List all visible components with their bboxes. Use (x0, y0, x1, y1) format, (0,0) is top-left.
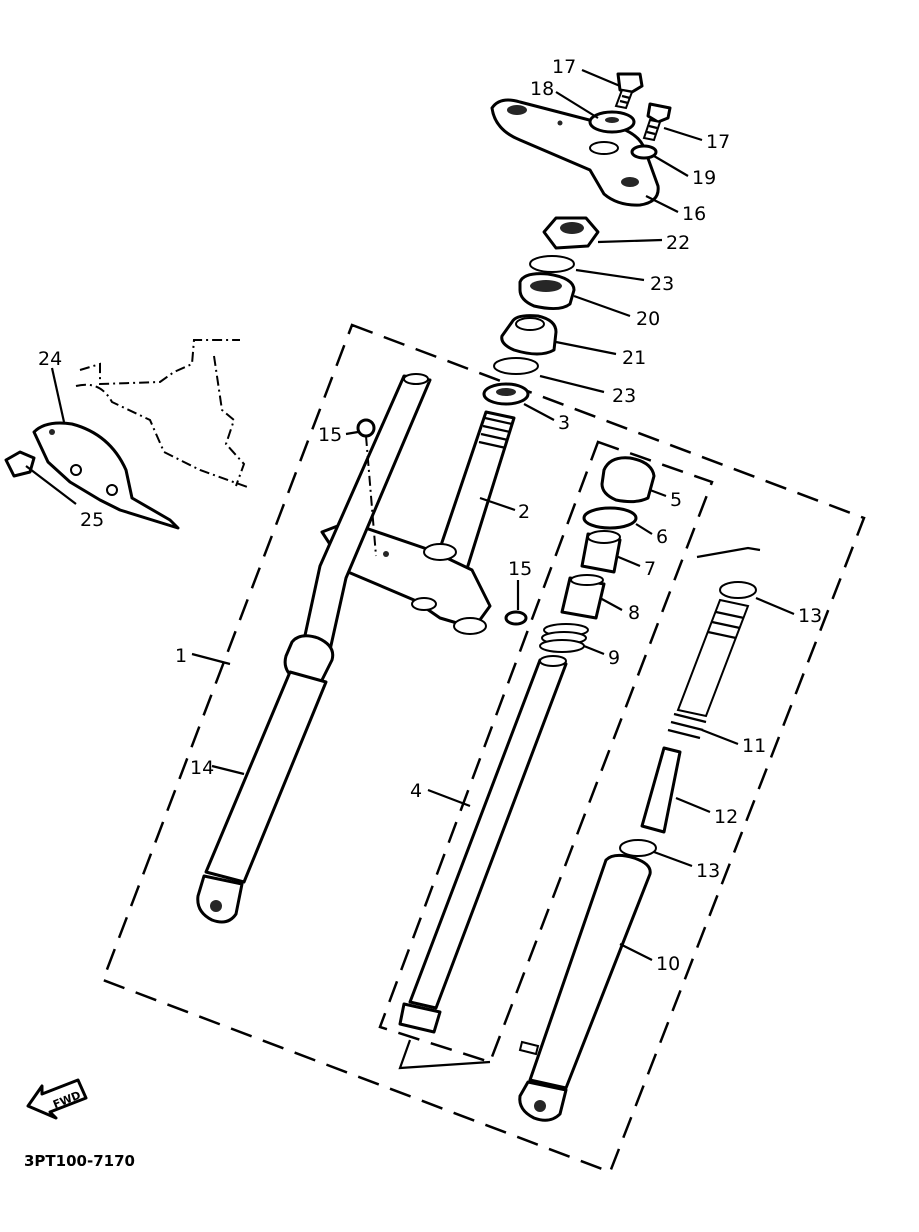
washer-part-19 (630, 144, 658, 160)
leader-21 (555, 340, 617, 356)
leader-17-left (581, 68, 621, 88)
cap-washer-part (588, 110, 636, 134)
callout-17-left: 17 (552, 56, 576, 78)
callout-24: 24 (38, 348, 62, 370)
callout-22: 22 (666, 232, 690, 254)
bearing-cone-part (500, 314, 558, 356)
leader-13-upper (755, 596, 795, 616)
leader-7 (615, 554, 641, 568)
leader-1 (191, 652, 231, 666)
steering-stem-part (432, 410, 516, 574)
diagram-code: 3PT100-7170 (24, 1152, 135, 1170)
leader-12 (675, 796, 711, 814)
callout-25: 25 (80, 509, 104, 531)
callout-5: 5 (670, 489, 682, 511)
callout-10: 10 (656, 953, 680, 975)
bolt-part-15-upper (356, 418, 377, 557)
callout-17-right: 17 (706, 131, 730, 153)
spacer-part (560, 574, 606, 620)
inner-tube-assembly-box (378, 440, 714, 1064)
ball-race-part (482, 382, 530, 406)
callout-15-lower: 15 (508, 558, 532, 580)
callout-19: 19 (692, 167, 716, 189)
washer-part-23-lower (493, 357, 539, 375)
bolt-part-left (614, 72, 644, 110)
circlip-part-upper (719, 581, 757, 599)
callout-23-lower: 23 (612, 385, 636, 407)
callout-13-lower: 13 (696, 860, 720, 882)
leader-19 (653, 155, 689, 177)
leader-22 (597, 238, 663, 244)
callout-20: 20 (636, 308, 660, 330)
leader-17-right (663, 126, 703, 142)
bracket-plate-part (32, 421, 180, 530)
leader-15-upper (345, 430, 359, 436)
callout-14: 14 (190, 757, 214, 779)
leader-5 (649, 488, 667, 498)
callout-13-upper: 13 (798, 605, 822, 627)
bearing-race-part (518, 272, 576, 311)
fwd-arrow-icon: FWD (26, 1078, 88, 1120)
callout-3: 3 (558, 412, 570, 434)
outer-tube-part (518, 853, 652, 1122)
outer-assembly-bracket (696, 546, 761, 559)
leader-23-upper (575, 268, 645, 282)
leader-24 (50, 367, 66, 423)
callout-18: 18 (530, 78, 554, 100)
short-spring-part (539, 623, 589, 653)
leader-23-lower (539, 374, 605, 394)
frame-outline-part (75, 339, 251, 489)
collar-part (580, 530, 622, 574)
leader-9 (583, 644, 605, 656)
bolt-part-right (642, 102, 672, 142)
leader-8 (599, 597, 623, 611)
leader-11 (701, 728, 739, 746)
fork-spring-part (667, 598, 750, 740)
callout-16: 16 (682, 203, 706, 225)
callout-1: 1 (175, 645, 187, 667)
callout-21: 21 (622, 347, 646, 369)
callout-9: 9 (608, 647, 620, 669)
ring-nut-part (542, 216, 600, 250)
leader-2 (479, 496, 516, 512)
leader-3 (523, 403, 555, 421)
callout-6: 6 (656, 526, 668, 548)
damper-rod-part (640, 746, 682, 834)
inner-tube-part (398, 655, 568, 1034)
leader-25 (25, 465, 77, 505)
leader-14 (211, 764, 245, 776)
leader-6 (635, 523, 653, 535)
under-bracket-part (320, 520, 492, 635)
circlip-part-lower (619, 839, 657, 857)
leader-4 (427, 788, 471, 808)
callout-15-upper: 15 (318, 424, 342, 446)
washer-part-23-upper (529, 255, 575, 273)
callout-23-upper: 23 (650, 273, 674, 295)
leader-10 (619, 943, 653, 961)
callout-11: 11 (742, 735, 766, 757)
screw-part (4, 450, 36, 478)
oil-seal-part (582, 506, 638, 530)
callout-4: 4 (410, 780, 422, 802)
upper-bracket-part (490, 98, 660, 207)
leader-20 (573, 294, 631, 318)
inner-assembly-bracket (398, 1039, 491, 1070)
fork-cap-part (600, 456, 656, 504)
callout-7: 7 (644, 558, 656, 580)
bolt-part-15-lower (504, 610, 528, 626)
fork-assembly-box (101, 323, 866, 1174)
callout-2: 2 (518, 501, 530, 523)
leader-13-lower (653, 850, 693, 868)
fork-leg-part (196, 373, 432, 924)
callout-12: 12 (714, 806, 738, 828)
callout-8: 8 (628, 602, 640, 624)
leader-16 (645, 195, 679, 213)
leader-18 (555, 91, 599, 119)
